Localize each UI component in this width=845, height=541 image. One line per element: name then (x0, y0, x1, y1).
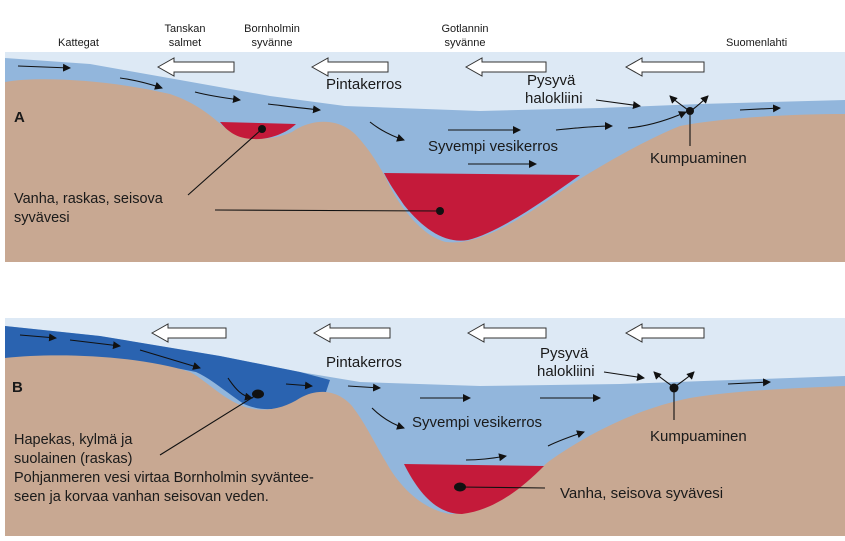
panel-b-surface-arrow-2 (312, 323, 391, 343)
panel-a-flow-4 (267, 103, 321, 114)
panel-a-surface-arrow-2 (310, 57, 389, 77)
panel-a-flow-1 (17, 63, 71, 72)
panel-a-surface-arrow-4 (624, 57, 705, 77)
panel-a-old-water-line2: syvävesi (14, 210, 70, 226)
panel-b-flow-11 (547, 430, 585, 447)
panel-b-inflow-line3: Pohjanmeren vesi virtaa Bornholmin syvän… (14, 470, 314, 486)
panel-a-upwelling-right (691, 95, 709, 111)
panel-a-flow-9 (627, 111, 687, 129)
panel-b-flow-5 (285, 381, 313, 390)
panel-a-surface-arrows (156, 57, 705, 77)
panel-a-upwelling-dot (686, 107, 694, 115)
panel-b-flow-7 (371, 407, 405, 430)
panel-a-surface-arrow-3 (464, 57, 547, 77)
panel-b-halocline-pointer (603, 371, 645, 381)
panel-a-flow-10 (739, 104, 781, 113)
panel-a-surface-arrow-1 (156, 57, 235, 77)
panel-a-upwelling-label: Kumpuaminen (650, 150, 747, 167)
panel-a-upwelling-left (669, 95, 689, 111)
panel-a-flow-3 (194, 91, 241, 104)
panel-b-seabed (5, 355, 845, 536)
panel-a-old-water-bornholm (220, 122, 296, 140)
panel-b-surface-arrow-1 (150, 323, 227, 343)
panel-a-leader-2 (214, 209, 441, 212)
header-bornholm-line2: syvänne (252, 37, 293, 49)
panel-a-old-water-gotland (384, 173, 580, 241)
panel-b-old-water-label: Vanha, seisova syvävesi (560, 485, 723, 502)
panel-b-old-water-leader (459, 486, 546, 489)
panel-b-surface-label: Pintakerros (326, 354, 402, 371)
panel-a-flow-arrows (17, 63, 781, 168)
panel-b-flow-3 (139, 349, 201, 370)
panel-b-upwelling-left (653, 371, 673, 387)
panel-b: B Pintakerros Pysyvä halokliini Syvempi … (5, 318, 845, 536)
panel-a-old-water-line1: Vanha, raskas, seisova (14, 191, 164, 207)
panel-a: A Pintakerros Pysyvä halokliini Syvempi … (5, 52, 845, 262)
panel-a-halocline-pointer (595, 99, 641, 110)
panel-b-upwelling-arrows (653, 371, 695, 387)
panel-b-surface-arrow-3 (466, 323, 547, 343)
panel-a-flow-5 (369, 121, 405, 142)
panel-b-old-water (404, 464, 544, 514)
panel-a-upwelling-arrows (669, 95, 709, 111)
panel-b-upwelling-label: Kumpuaminen (650, 428, 747, 445)
panel-b-inflow-line4: seen ja korvaa vanhan seisovan veden. (14, 489, 269, 505)
header-labels: Kattegat Tanskan salmet Bornholmin syvän… (58, 23, 787, 49)
panel-a-halocline-line2: halokliini (525, 90, 583, 107)
panel-b-halocline-line2: halokliini (537, 363, 595, 380)
header-bornholm-line1: Bornholmin (244, 23, 300, 35)
panel-a-leader-1 (187, 128, 263, 196)
panel-a-flow-8 (555, 122, 613, 131)
panel-b-letter: B (12, 379, 23, 396)
panel-b-surface-arrows (150, 323, 705, 343)
panel-a-surface-label: Pintakerros (326, 76, 402, 93)
panel-a-halocline-line1: Pysyvä (527, 72, 576, 89)
panel-b-upwelling-right (675, 371, 695, 387)
panel-b-flow-10 (465, 453, 507, 462)
header-gotland-line2: syvänne (445, 37, 486, 49)
panel-b-upwelling-dot (669, 383, 679, 393)
panel-b-flow-4 (227, 377, 253, 401)
panel-b-halocline-line1: Pysyvä (540, 345, 589, 362)
header-kattegat: Kattegat (58, 37, 99, 49)
panel-b-inflow-line2: suolainen (raskas) (14, 451, 132, 467)
header-suomenlahti: Suomenlahti (726, 37, 787, 49)
panel-b-flow-arrows (19, 333, 771, 462)
header-gotland-line1: Gotlannin (441, 23, 488, 35)
panel-b-flow-6 (347, 383, 381, 392)
header-tanskan-line1: Tanskan (165, 23, 206, 35)
panel-b-deeper-label: Syvempi vesikerros (412, 414, 542, 431)
panel-a-letter: A (14, 109, 25, 126)
header-tanskan-line2: salmet (169, 37, 201, 49)
panel-b-inflow-line1: Hapekas, kylmä ja (14, 432, 133, 448)
panel-a-flow-2 (119, 77, 163, 90)
panel-b-surface-arrow-4 (624, 323, 705, 343)
panel-b-inflow-water (5, 326, 330, 410)
panel-b-inflow-leader (159, 393, 259, 456)
panel-b-flow-2 (69, 339, 121, 350)
panel-a-deeper-label: Syvempi vesikerros (428, 138, 558, 155)
panel-b-flow-1 (19, 333, 57, 342)
panel-b-flow-12 (727, 378, 771, 387)
panel-a-seabed (5, 79, 845, 262)
